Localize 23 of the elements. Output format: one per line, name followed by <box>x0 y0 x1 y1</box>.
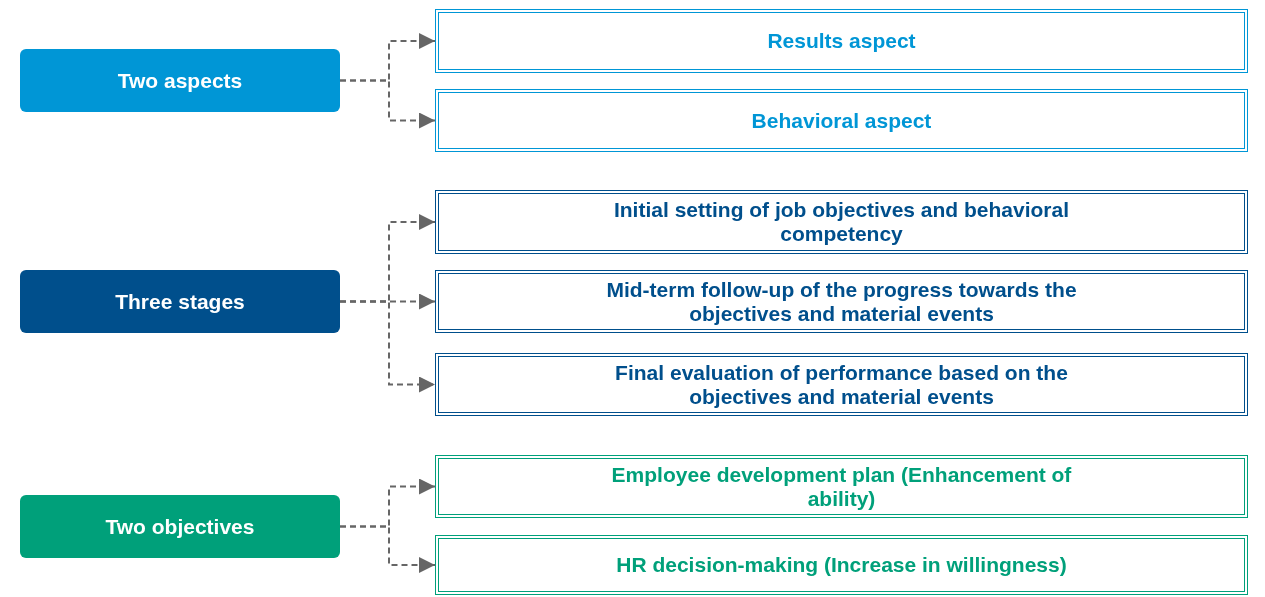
box-label: Behavioral aspect <box>751 108 932 133</box>
box-label: Three stages <box>115 289 245 314</box>
dashed-arrow <box>339 525 436 573</box>
item-box <box>435 353 1248 416</box>
box-label: Employee development plan (Enhancement of ability) <box>610 462 1073 511</box>
box-label: Two aspects <box>117 68 243 93</box>
item-box <box>435 270 1248 333</box>
item-box <box>435 9 1248 73</box>
category-box <box>20 270 340 333</box>
item-box <box>435 455 1248 518</box>
dashed-arrow <box>339 300 436 393</box>
dashed-arrow <box>339 79 436 129</box>
category-box <box>20 495 340 558</box>
box-label: HR decision-making (Increase in willingness) <box>616 553 1067 577</box>
box-label: Final evaluation of performance based on the objectives and material events <box>614 360 1069 409</box>
item-box <box>435 535 1248 595</box>
box-label: Two objectives <box>105 514 255 539</box>
category-box <box>20 49 340 112</box>
box-label: Mid-term follow-up of the progress towards the objectives and material events <box>605 277 1078 326</box>
item-box <box>435 190 1248 254</box>
item-box <box>435 89 1248 152</box>
box-label: Results aspect <box>767 29 916 53</box>
box-label: Initial setting of job objectives and behavioral competency <box>612 198 1071 246</box>
